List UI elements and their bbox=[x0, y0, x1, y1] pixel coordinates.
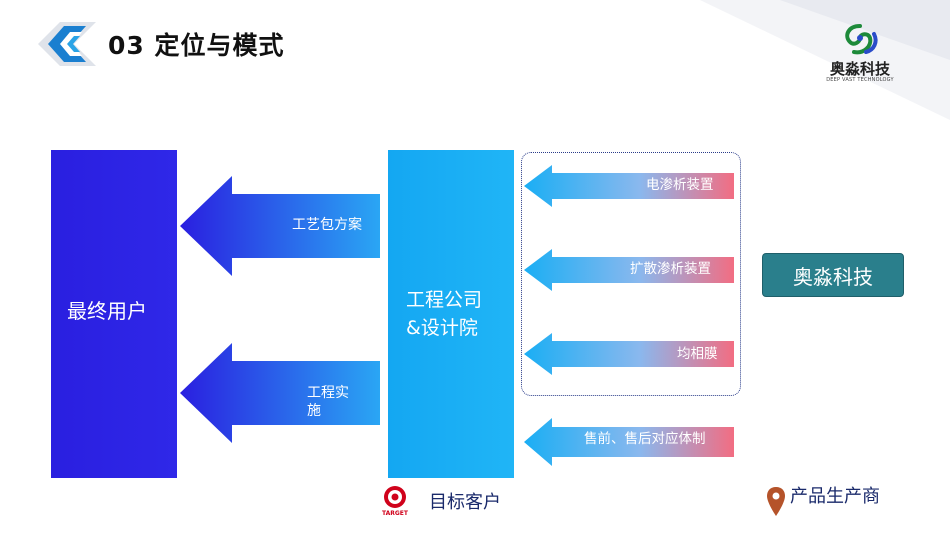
location-pin-icon bbox=[767, 487, 785, 516]
producer-label: 产品生产商 bbox=[790, 486, 880, 507]
process-arrow bbox=[180, 176, 380, 276]
engineering-panel: 工程公司 &设计院 bbox=[388, 150, 514, 478]
logo-name: 奥淼科技 bbox=[829, 60, 890, 78]
membrane-arrow bbox=[524, 333, 734, 375]
service-label: 售前、售后对应体制 bbox=[584, 431, 706, 447]
target-icon-text: TARGET bbox=[381, 510, 408, 517]
product-group-outline bbox=[521, 152, 741, 396]
engineering-label: 工程公司 &设计院 bbox=[406, 289, 483, 339]
target-customer-label: 目标客户 bbox=[429, 492, 501, 513]
target-icon: TARGET bbox=[368, 484, 422, 520]
electrodialysis-label: 电渗析装置 bbox=[646, 177, 714, 193]
logo-tagline: DEEP VAST TECHNOLOGY bbox=[826, 77, 894, 83]
end-user-panel: 最终用户 bbox=[51, 150, 177, 478]
diffusion-dialysis-arrow bbox=[524, 249, 734, 291]
implementation-arrow bbox=[180, 343, 380, 443]
page-title: 03 定位与模式 bbox=[108, 31, 285, 60]
back-chevron-icon[interactable] bbox=[30, 18, 100, 70]
service-arrow bbox=[524, 418, 734, 466]
implementation-arrow-label: 工程实施 bbox=[307, 385, 349, 419]
electrodialysis-arrow bbox=[524, 165, 734, 207]
process-arrow-label: 工艺包方案 bbox=[292, 217, 362, 233]
company-logo-icon bbox=[845, 24, 878, 55]
company-box: 奥淼科技 bbox=[762, 253, 904, 297]
end-user-label: 最终用户 bbox=[67, 299, 147, 323]
membrane-label: 均相膜 bbox=[677, 346, 718, 362]
diffusion-dialysis-label: 扩散渗析装置 bbox=[630, 261, 711, 277]
